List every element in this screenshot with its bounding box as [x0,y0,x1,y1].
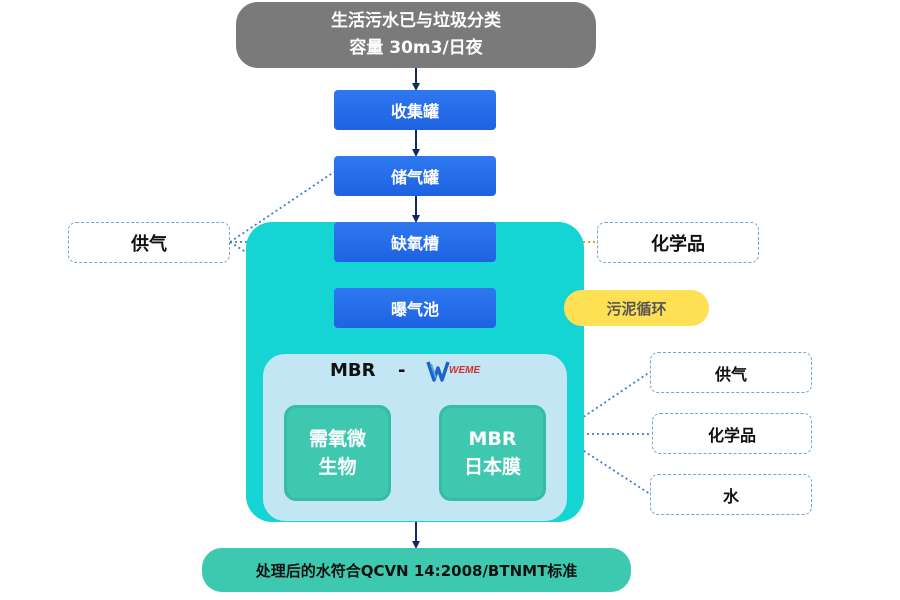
sludge-recycle-badge: 污泥循环 [564,290,709,326]
step-label: 缺氧槽 [390,234,439,253]
step-aeration-tank: 曝气池 [334,288,496,328]
input-gas-box: 供气 [650,352,812,393]
treated-water-box: 处理后的水符合QCVN 14:2008/BTNMT标准 [202,548,631,592]
input-label: 化学品 [707,425,756,445]
mbr-membrane-box: MBR 日本膜 [439,405,546,501]
sludge-label: 污泥循环 [606,299,667,318]
weme-logo-icon: WEME [426,361,480,382]
step-label: 曝气池 [390,300,439,319]
input-label: 供气 [714,364,747,384]
wastewater-source-box: 生活污水已与垃圾分类 容量 30m3/日夜 [236,2,596,68]
input-water-box: 水 [650,474,812,515]
left-gas-supply-box: 供气 [68,222,230,263]
mbr-title: MBR [330,360,376,381]
step-label: 收集罐 [390,102,439,121]
mbr-dash: - [398,360,406,381]
step-gas-tank: 储气罐 [334,156,496,196]
step-collection-tank: 收集罐 [334,90,496,130]
aerobic-line2: 生物 [318,456,357,478]
step-anoxic-tank: 缺氧槽 [334,222,496,262]
treated-water-label: 处理后的水符合QCVN 14:2008/BTNMT标准 [255,561,578,580]
source-title: 生活污水已与垃圾分类 [331,11,501,31]
input-label: 水 [722,486,739,506]
logo-text: WEME [449,365,480,376]
gas-feed-line [229,171,335,243]
aerobic-line1: 需氧微 [308,428,366,450]
source-capacity: 容量 30m3/日夜 [349,38,483,58]
right-chemical-label: 化学品 [651,233,705,255]
membrane-line1: MBR [468,428,517,450]
left-gas-supply-label: 供气 [131,233,167,255]
step-label: 储气罐 [390,168,439,187]
input-chemical-box: 化学品 [652,413,812,454]
membrane-line2: 日本膜 [463,456,521,478]
aerobic-microbe-box: 需氧微 生物 [284,405,391,501]
right-chemical-box: 化学品 [597,222,759,263]
weme-logo: WEME [426,360,488,382]
